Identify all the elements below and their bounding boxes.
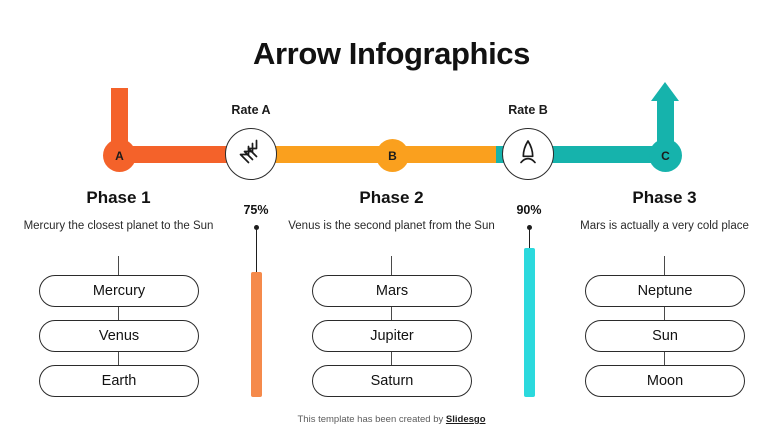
list-item-label: Mars [375,283,409,299]
phase-1-item-2[interactable]: Venus [39,320,199,352]
phase-1-link-2 [118,352,119,365]
phase-3-item-3[interactable]: Moon [585,365,745,397]
list-item-label: Earth [101,373,137,389]
rate-b-marker[interactable] [502,128,554,180]
phase-1-title: Phase 1 [86,188,151,207]
phase-3-title: Phase 3 [632,188,697,207]
phase-2-link-1 [391,307,392,320]
phase-3-item-2[interactable]: Sun [585,320,745,352]
rate-a-bar [250,272,262,397]
timeline-node-b-label: B [388,148,397,163]
timeline-node-c[interactable]: C [649,139,682,172]
phase-1-link-1 [118,307,119,320]
footer-prefix: This template has been created by [297,414,446,425]
phase-1-item-1[interactable]: Mercury [39,275,199,307]
timeline-arrow-head-icon [651,82,679,101]
footer-brand-link[interactable]: Slidesgo [445,414,486,425]
phase-2-item-1[interactable]: Mars [312,275,472,307]
rate-b-stem [528,229,530,250]
list-item-label: Jupiter [370,328,414,344]
timeline-node-a[interactable]: A [103,139,136,172]
list-item-label: Neptune [637,283,693,299]
list-item-label: Venus [98,328,140,344]
phase-1-connector [118,256,119,275]
timeline-segment-2 [245,146,500,163]
phase-2-item-3[interactable]: Saturn [312,365,472,397]
phase-3-link-2 [664,352,665,365]
rate-b-dot-icon [526,225,532,230]
phase-2-description: Venus is the second planet from the Sun [288,220,495,232]
timeline-node-a-label: A [115,148,124,163]
list-item-label: Sun [652,328,678,344]
list-item-label: Moon [646,373,684,389]
timeline-segment-1 [113,146,250,163]
rate-a-dot-icon [253,225,259,230]
stacked-chevrons-icon [236,137,266,172]
rate-b-value-label: 90% [516,203,542,217]
rate-a-label: Rate A [231,103,271,117]
phase-3-link-1 [664,307,665,320]
footer-credit: This template has been created by Slides… [0,414,783,425]
phase-3-connector [664,256,665,275]
timeline-node-c-label: C [661,148,670,163]
phase-3-item-1[interactable]: Neptune [585,275,745,307]
rate-b-label: Rate B [508,103,548,117]
rate-a-stem [255,229,257,274]
phase-3-description: Mars is actually a very cold place [580,220,749,232]
phase-1-description: Mercury the closest planet to the Sun [23,220,214,232]
rate-a-marker[interactable] [225,128,277,180]
timeline-node-b[interactable]: B [376,139,409,172]
phase-1-item-3[interactable]: Earth [39,365,199,397]
phase-2-title: Phase 2 [359,188,424,207]
phase-2-connector [391,256,392,275]
phase-2-link-2 [391,352,392,365]
rate-a-value-label: 75% [243,203,269,217]
rate-b-bar [523,248,535,397]
list-item-label: Saturn [370,373,414,389]
page-title: Arrow Infographics [253,36,530,71]
list-item-label: Mercury [92,283,146,299]
rocket-icon [514,138,542,171]
phase-2-item-2[interactable]: Jupiter [312,320,472,352]
